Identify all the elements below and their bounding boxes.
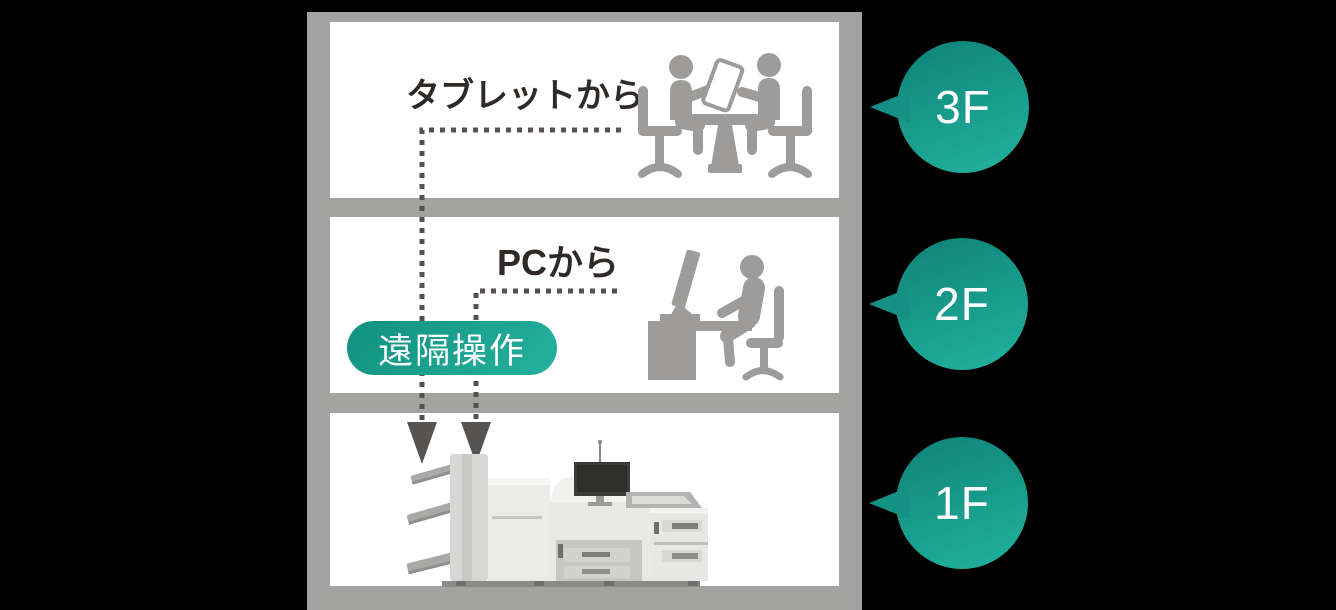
badge-pointer-left-icon xyxy=(870,91,910,123)
badge-pointer-left-icon xyxy=(869,487,909,519)
floor-badge-3f-label: 3F xyxy=(935,81,991,133)
production-printer-icon xyxy=(406,440,708,587)
floor-badge-1f: 1F xyxy=(869,437,1028,569)
floor-badge-2f: 2F xyxy=(869,238,1028,370)
remote-operation-badge: 遠隔操作 xyxy=(347,321,557,375)
pc-caption: PCから xyxy=(496,242,619,283)
tablet-meeting-icon xyxy=(638,53,812,178)
desktop-user-icon xyxy=(648,250,784,381)
floor-badge-1f-label: 1F xyxy=(934,477,990,529)
tablet-device-icon xyxy=(701,58,745,113)
badge-pointer-left-icon xyxy=(869,288,909,320)
tablet-caption: タブレットから xyxy=(406,77,644,115)
floor-badge-3f: 3F xyxy=(870,41,1029,173)
floor-badge-2f-label: 2F xyxy=(934,278,990,330)
